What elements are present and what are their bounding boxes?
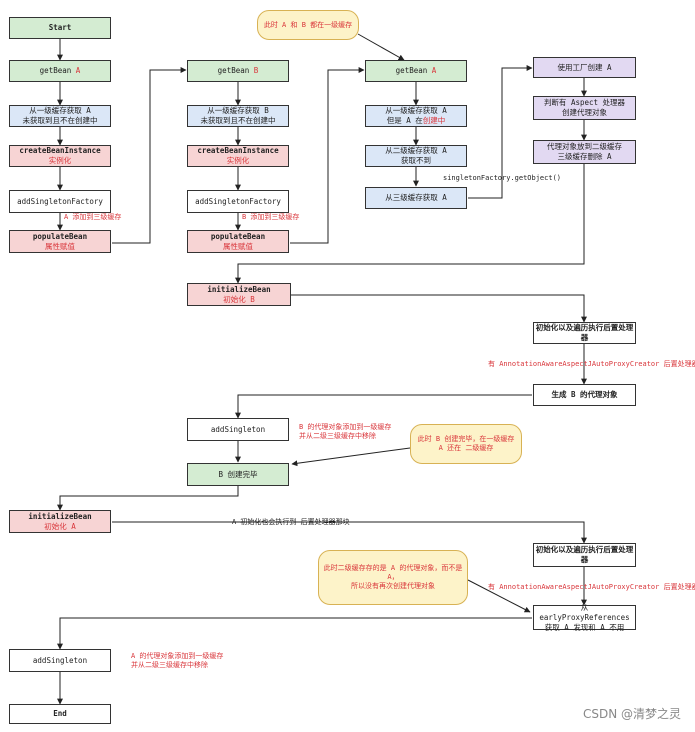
arrow [112, 521, 587, 544]
add-singleton-a-node: addSingleton [9, 649, 111, 672]
l1-cache-a-again-node: 从一级缓存获取 A 但是 A 在创建中 [365, 105, 467, 127]
factory-call-label: singletonFactory.getObject() [443, 174, 562, 182]
start-node: Start [9, 17, 111, 39]
note-proxy-in-level2: 此时二级缓存存的是 A 的代理对象，而不是 A， 所以没有再次创建代理对象 [318, 550, 468, 605]
b-complete-node: B 创建完毕 [187, 463, 289, 486]
getbean-a-again-node: getBean A [365, 60, 467, 82]
add-level3-a-label: A 添加到三级缓存 [64, 213, 122, 221]
arrow [290, 67, 365, 244]
l1-cache-b-node: 从一级缓存获取 B 未获取到且不在创建中 [187, 105, 289, 127]
watermark: CSDN @清梦之灵 [582, 707, 681, 721]
getbean-a-label: getBean A [39, 66, 81, 75]
add-singleton-b-node: addSingleton [187, 418, 289, 441]
arrow [291, 447, 411, 467]
generate-proxy-b-node: 生成 B 的代理对象 [533, 384, 636, 406]
aapc-b-label: 有 AnnotationAwareAspectJAutoProxyCreator… [488, 360, 695, 368]
populate-bean-a-node: populateBean 属性赋值 [9, 230, 111, 253]
note-both-in-cache: 此时 A 和 B 都在一级缓存 [257, 10, 359, 40]
add-singleton-factory-a-node: addSingletonFactory [9, 190, 111, 213]
early-proxy-ref-node: 从 earlyProxyReferences 获取 A 发现和 A 不用 [533, 603, 636, 632]
aspect-check-node: 判断有 Aspect 处理器 创建代理对象 [533, 96, 636, 120]
create-instance-b-node: createBeanInstance 实例化 [187, 145, 289, 167]
arrow [467, 579, 531, 613]
post-processor-b-node: 初始化以及遍历执行后置处理器 [533, 322, 636, 344]
init-a-note: A 初始化也会执行到 后置处理器那块 [232, 518, 350, 526]
l2-cache-a-node: 从二级缓存获取 A 获取不到 [365, 145, 467, 167]
arrow [112, 67, 187, 244]
note-b-complete: 此时 B 创建完毕，在一级缓存 A 还在 二级缓存 [410, 424, 522, 464]
getbean-a-node: getBean A [9, 60, 111, 82]
arrow [290, 294, 587, 323]
add-singleton-factory-b-node: addSingletonFactory [187, 190, 289, 213]
add-level3-b-label: B 添加到三级缓存 [242, 213, 300, 221]
factory-create-a-node: 使用工厂创建 A [533, 57, 636, 78]
proxy-to-level2-node: 代理对象放到二级缓存 三级缓存删除 A [533, 140, 636, 164]
add-singleton-b-note: B 的代理对象添加到一级缓存 并从二级三级缓存中移除 [299, 423, 392, 440]
arrow [235, 394, 532, 419]
l3-cache-a-node: 从三级缓存获取 A [365, 187, 467, 209]
add-singleton-a-note: A 的代理对象添加到一级缓存 并从二级三级缓存中移除 [131, 652, 224, 669]
end-node: End [9, 704, 111, 724]
create-instance-a-node: createBeanInstance 实例化 [9, 145, 111, 167]
populate-bean-b-node: populateBean 属性赋值 [187, 230, 289, 253]
getbean-b-node: getBean B [187, 60, 289, 82]
arrow [468, 65, 533, 199]
arrow [57, 617, 532, 650]
initialize-bean-b-node: initializeBean 初始化 B [187, 283, 291, 306]
l1-cache-a-node: 从一级缓存获取 A 未获取到且不在创建中 [9, 105, 111, 127]
arrow [235, 164, 585, 284]
post-processor-a-node: 初始化以及遍历执行后置处理器 [533, 543, 636, 567]
arrow [357, 33, 405, 61]
start-label: Start [48, 23, 72, 32]
arrow [57, 486, 239, 511]
initialize-bean-a-node: initializeBean 初始化 A [9, 510, 111, 533]
aapc-a-label: 有 AnnotationAwareAspectJAutoProxyCreator… [488, 583, 695, 591]
